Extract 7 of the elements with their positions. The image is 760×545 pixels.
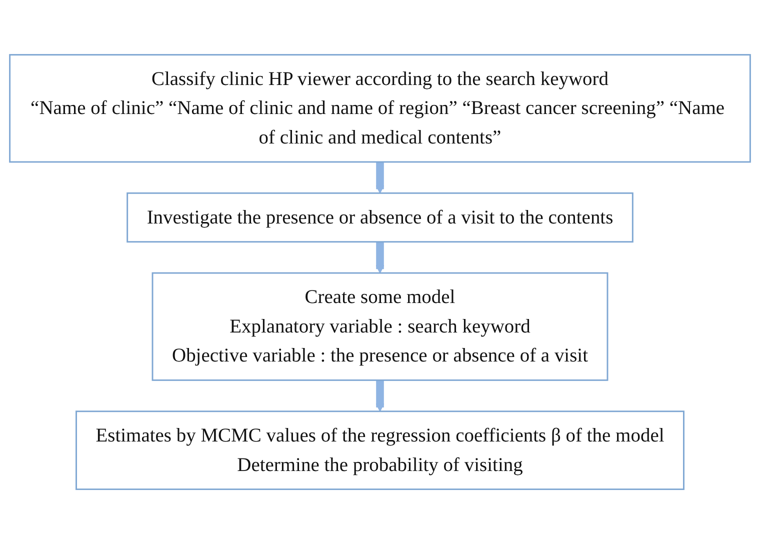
node-box: Estimates by MCMC values of the regression coefficients β of the model Determine the probability of visiting — [76, 411, 684, 490]
arrow — [376, 241, 384, 274]
arrow — [376, 379, 384, 412]
node-box: Investigate the presence or absence of a visit to the contents — [126, 192, 634, 244]
node-box: Classify clinic HP viewer according to the search keyword “Name of clinic” “Name of clinic and name of region” “Breast cancer screening” “Name of clinic and medical contents” — [9, 54, 751, 164]
node-box: Create some model Explanatory variable : search keyword Objective variable : the presence or absence of a visit — [152, 272, 608, 382]
arrow — [376, 161, 384, 194]
